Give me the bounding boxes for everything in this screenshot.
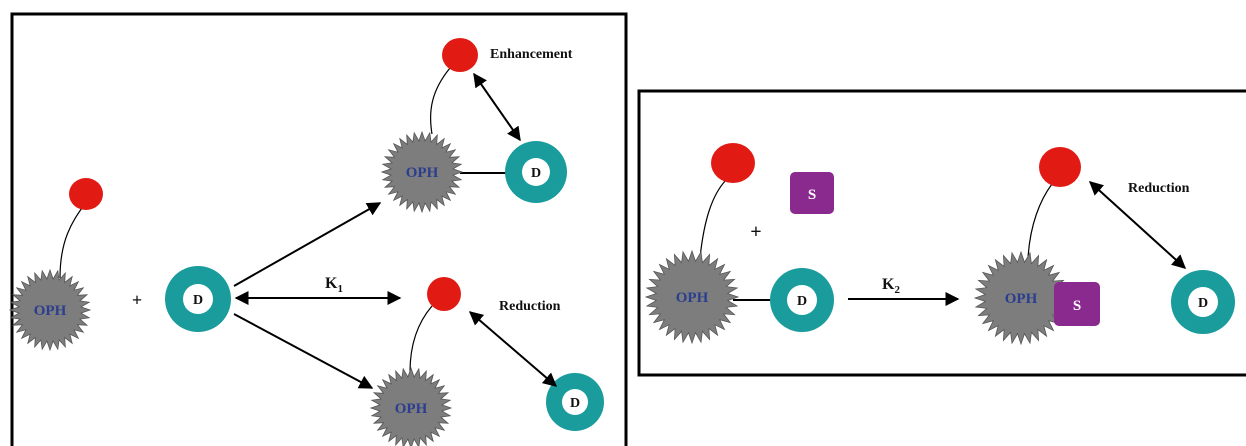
left-panel-frame <box>10 12 628 446</box>
reduction-label: Reduction <box>499 299 561 314</box>
d-core <box>183 284 213 314</box>
oph-d-complex: OPH D <box>644 143 834 345</box>
oph-enzyme <box>8 268 92 352</box>
d-core <box>787 285 817 315</box>
substrate-box <box>790 172 834 214</box>
oph-label: OPH <box>1005 291 1038 307</box>
tether-line <box>429 67 451 135</box>
substrate-label: S <box>808 187 816 203</box>
oph-enzyme <box>644 249 740 345</box>
k1-label: K1 <box>325 275 343 295</box>
interaction-arrow <box>1088 181 1187 269</box>
tether-line <box>409 305 433 373</box>
right-panel-frame <box>637 89 1246 377</box>
oph-enzyme <box>380 130 464 214</box>
d-label: D <box>193 293 203 308</box>
interaction-arrow <box>468 311 558 387</box>
arrow-to-reduction <box>233 313 374 389</box>
oph-label: OPH <box>395 401 428 417</box>
d-label: D <box>1198 296 1208 311</box>
enhancement-complex: OPH D Enhancement <box>380 38 573 214</box>
reduction-label: Reduction <box>1128 181 1190 196</box>
red-ball <box>1039 147 1081 187</box>
free-d-ligand: D <box>165 266 231 332</box>
substrate-box <box>1054 282 1100 326</box>
d-core <box>522 158 550 186</box>
red-ball <box>442 38 478 72</box>
oph-enzyme <box>973 250 1069 346</box>
reduction-complex: OPH D Reduction <box>369 277 604 446</box>
red-ball <box>69 178 103 210</box>
oph-label: OPH <box>34 303 67 319</box>
tether-line <box>699 179 727 259</box>
d-core <box>562 389 588 415</box>
oph-label: OPH <box>406 165 439 181</box>
oph-s-complex: OPH S <box>973 147 1100 346</box>
free-substrate: S <box>790 172 834 214</box>
k2-label: K2 <box>882 276 900 296</box>
substrate-label: S <box>1073 298 1081 314</box>
left-panel: OPH + D K1 OPH D Enhancement <box>8 12 628 446</box>
free-oph-complex: OPH <box>8 178 103 352</box>
arrow-to-enhancement <box>233 202 382 287</box>
red-ball <box>427 277 461 311</box>
red-ball <box>711 143 755 183</box>
enhancement-label: Enhancement <box>490 47 573 62</box>
d-label: D <box>797 294 807 309</box>
interaction-arrow <box>473 72 521 142</box>
plus-sign: + <box>750 221 761 243</box>
oph-enzyme <box>369 366 453 446</box>
oph-label: OPH <box>676 290 709 306</box>
tether-line <box>59 204 85 279</box>
right-panel: OPH D + S K2 OPH S D Reductio <box>637 89 1246 377</box>
d-label: D <box>531 166 541 181</box>
d-label: D <box>570 396 580 411</box>
tether-line <box>1027 183 1053 259</box>
plus-sign: + <box>132 290 142 310</box>
d-core <box>1188 287 1218 317</box>
released-d-ligand: D <box>1171 270 1235 334</box>
